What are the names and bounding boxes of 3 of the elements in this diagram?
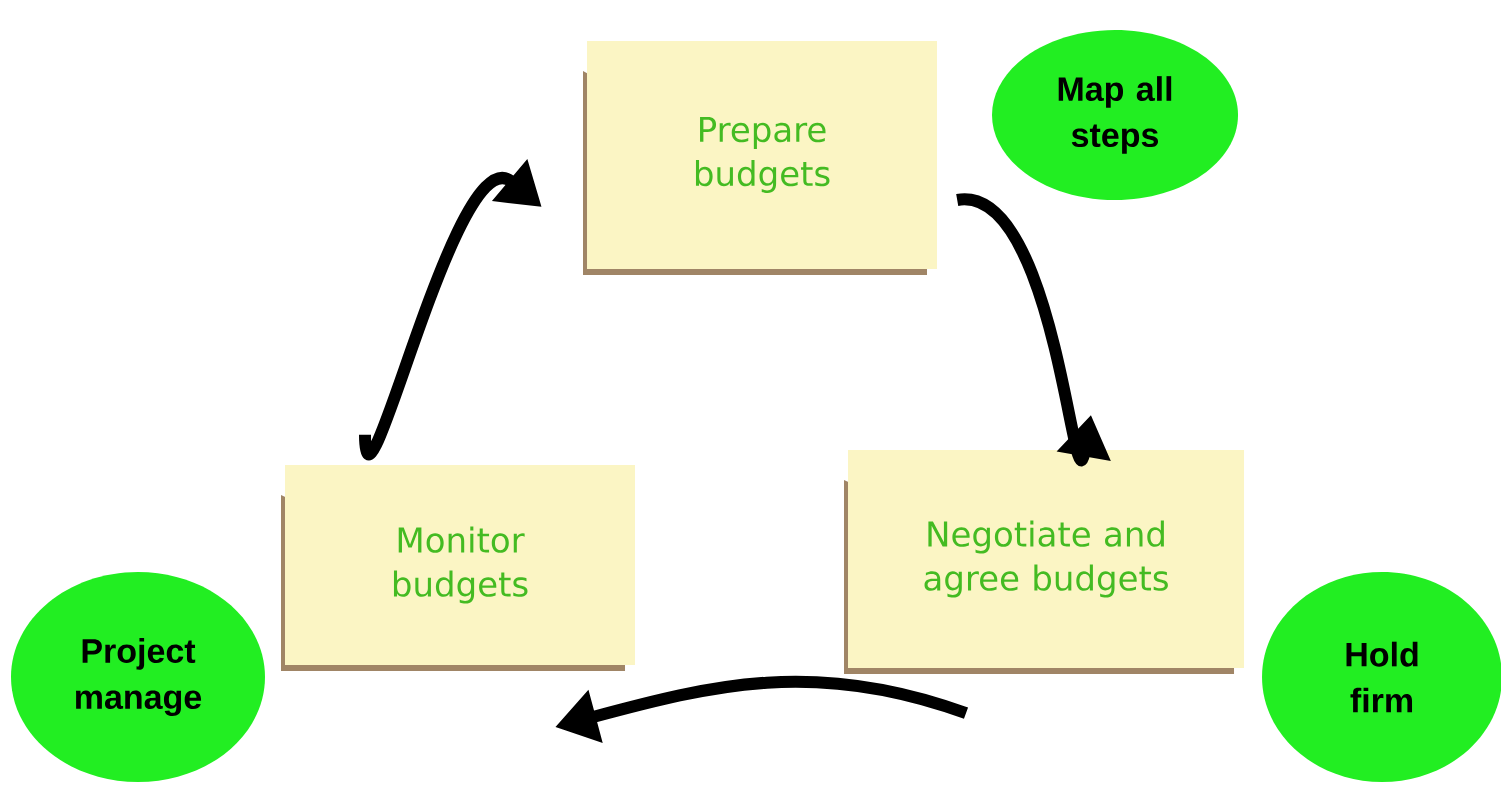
sticky-note: Prepare budgets: [583, 41, 937, 275]
sticky-note: Monitor budgets: [281, 465, 635, 671]
sticky-note: Negotiate and agree budgets: [844, 450, 1244, 674]
